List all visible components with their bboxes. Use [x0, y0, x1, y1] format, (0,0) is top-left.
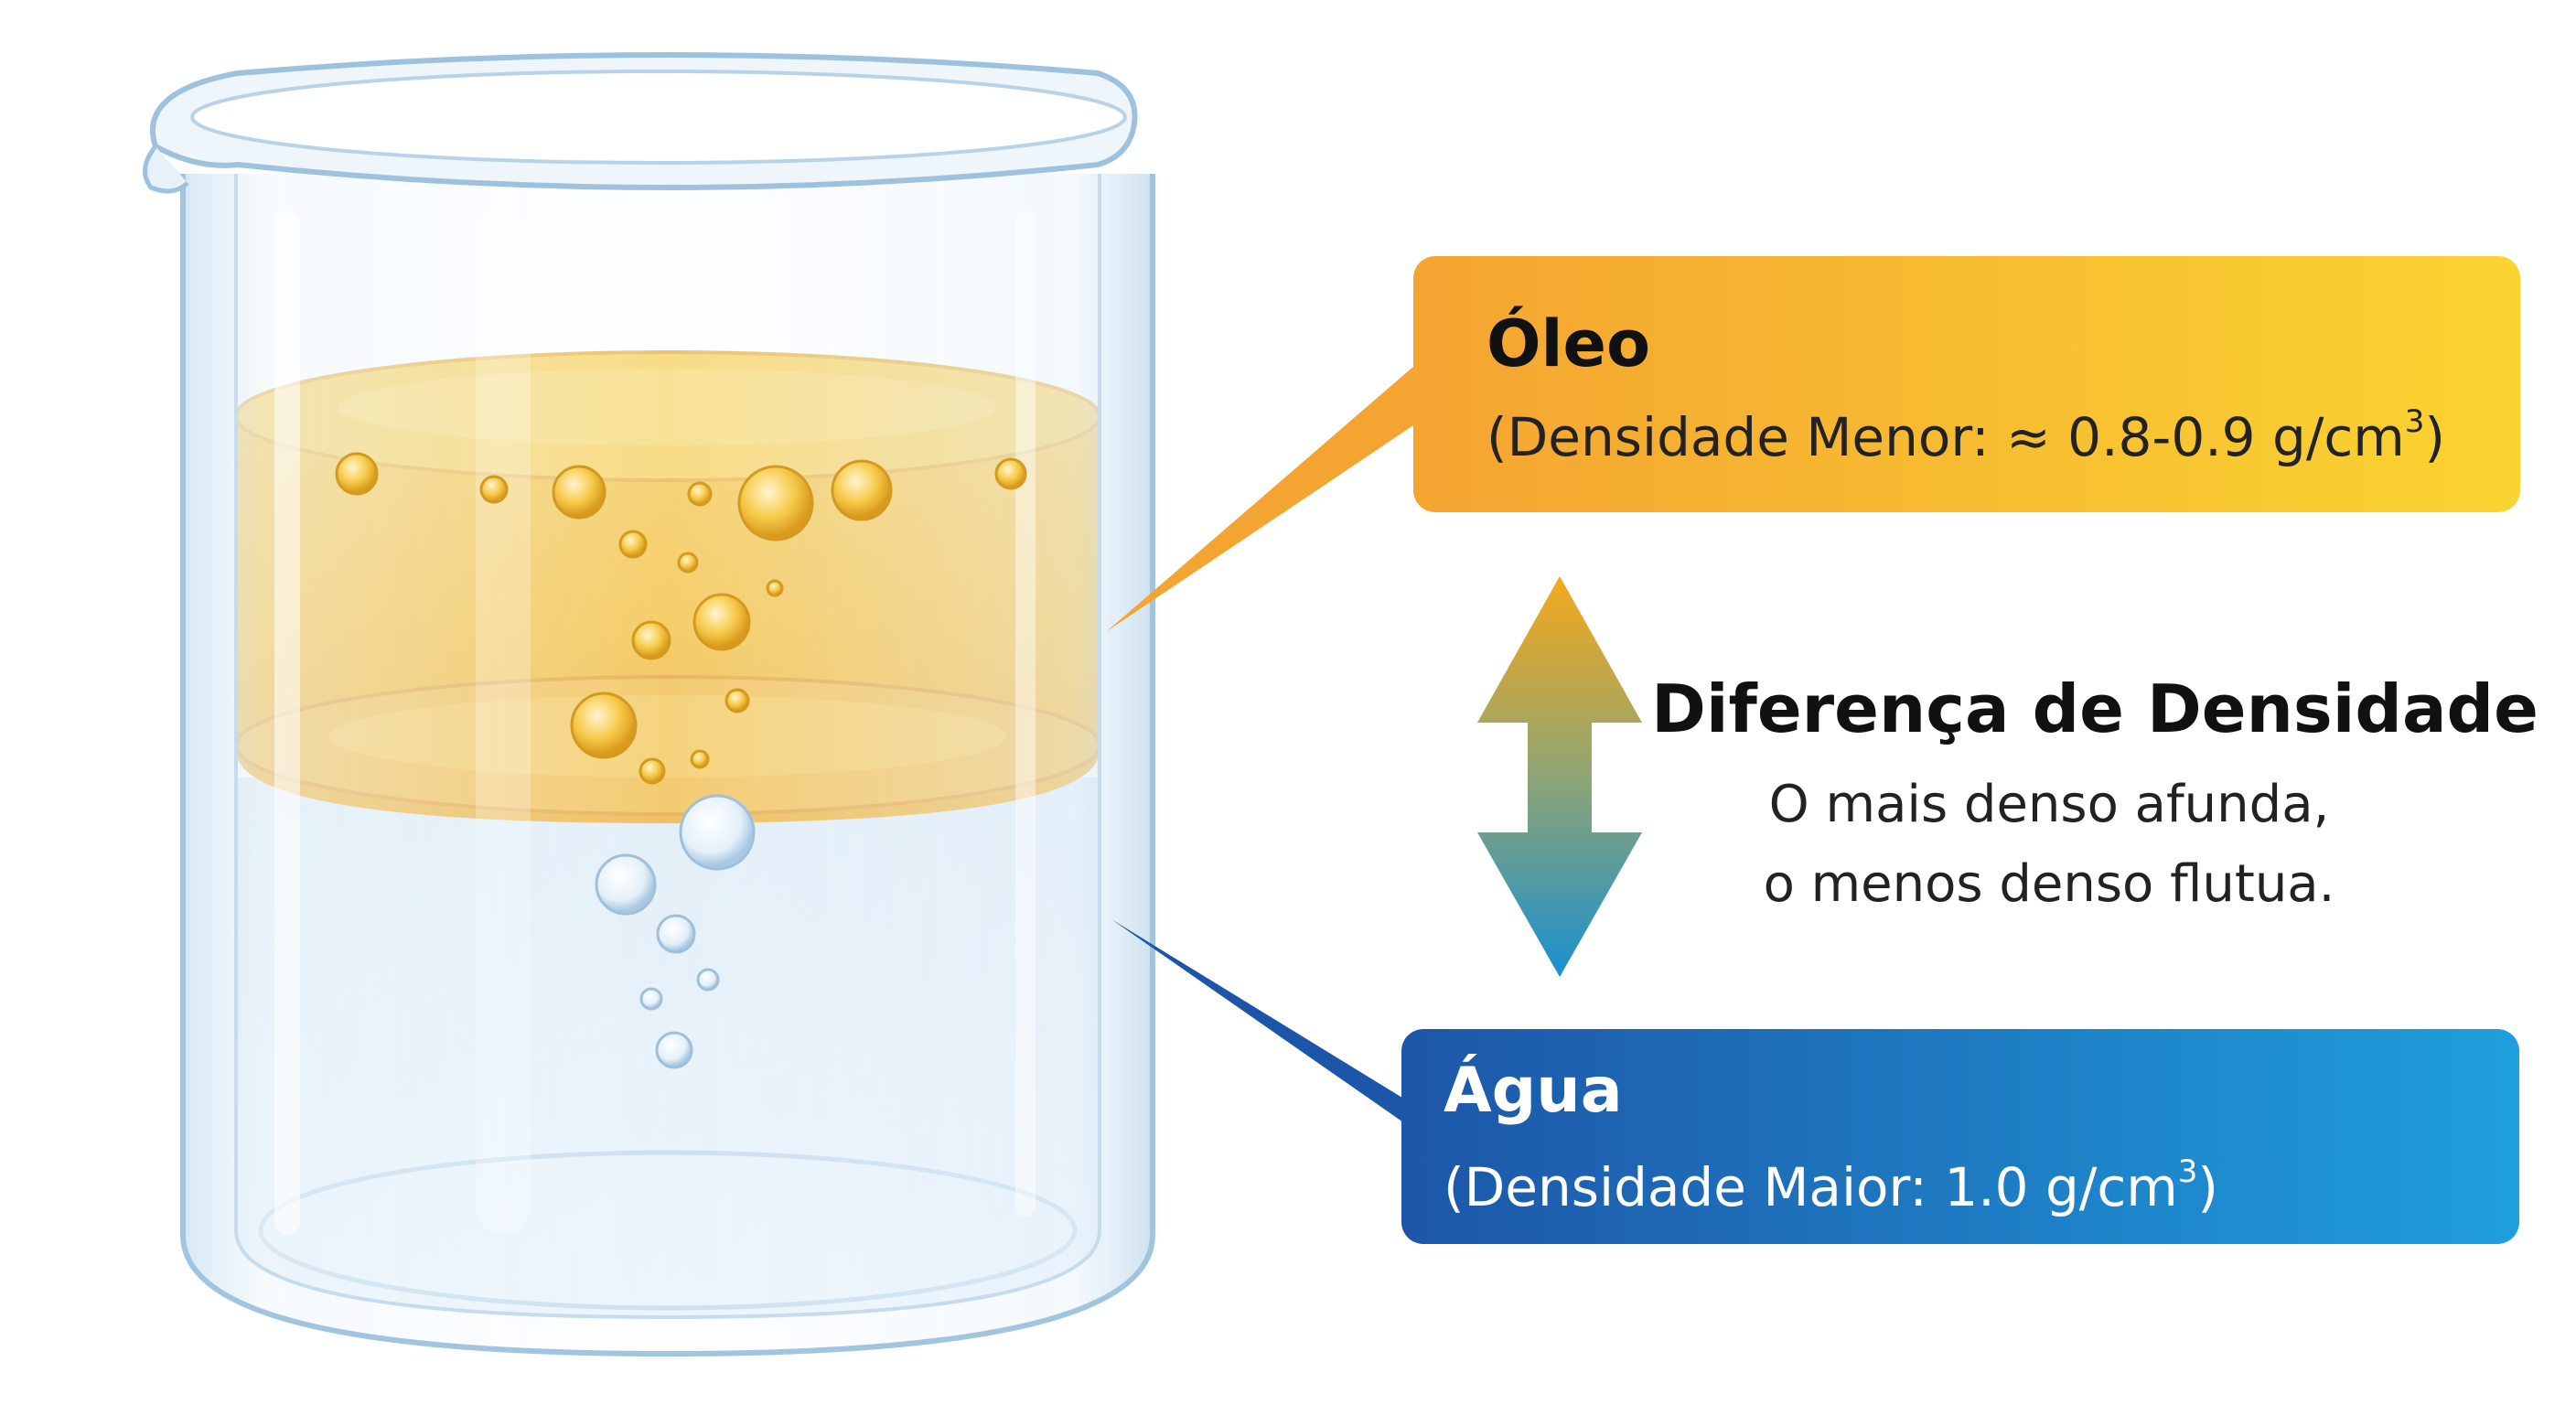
beaker [143, 52, 1155, 1357]
bubble [631, 620, 671, 660]
bubble [656, 914, 696, 954]
bubble [994, 457, 1027, 490]
oil-callout-pointer [1107, 343, 1441, 631]
bubble [479, 475, 509, 504]
bubble [766, 579, 784, 597]
water-label-box [1401, 1029, 2519, 1244]
bubble [677, 552, 699, 574]
bubble [552, 465, 606, 520]
water-title: Água [1444, 1054, 1623, 1127]
oil-title: Óleo [1487, 306, 1650, 381]
bubble [831, 459, 893, 521]
water-callout-pointer [1111, 919, 1454, 1157]
bubble [655, 1031, 693, 1069]
bubble [724, 688, 750, 713]
oil-label-box [1413, 256, 2520, 512]
bubble [335, 452, 379, 496]
water-density: (Densidade Maior: 1.0 g/cm3) [1444, 1153, 2218, 1218]
bubble [687, 481, 713, 507]
bubble [639, 987, 663, 1011]
double-arrow-icon [1477, 576, 1642, 977]
beaker-spout [143, 145, 189, 194]
bubble [595, 853, 657, 916]
bubble [618, 530, 648, 559]
difference-title: Diferença de Densidade [1651, 670, 2538, 747]
water-bubbles [595, 794, 756, 1069]
bubble [692, 593, 751, 651]
bubble [570, 692, 638, 759]
bubble [737, 465, 814, 542]
bubble [679, 794, 756, 871]
bubble [639, 757, 666, 785]
beaker-glass [180, 174, 1155, 1357]
difference-line-1: O mais denso afunda, [1769, 775, 2330, 834]
oil-bubbles [335, 452, 1027, 785]
difference-line-2: o menos denso flutua. [1764, 854, 2335, 914]
bubble [696, 968, 720, 992]
oil-density: (Densidade Menor: ≈ 0.8-0.9 g/cm3) [1487, 403, 2445, 468]
bubble [690, 749, 710, 769]
